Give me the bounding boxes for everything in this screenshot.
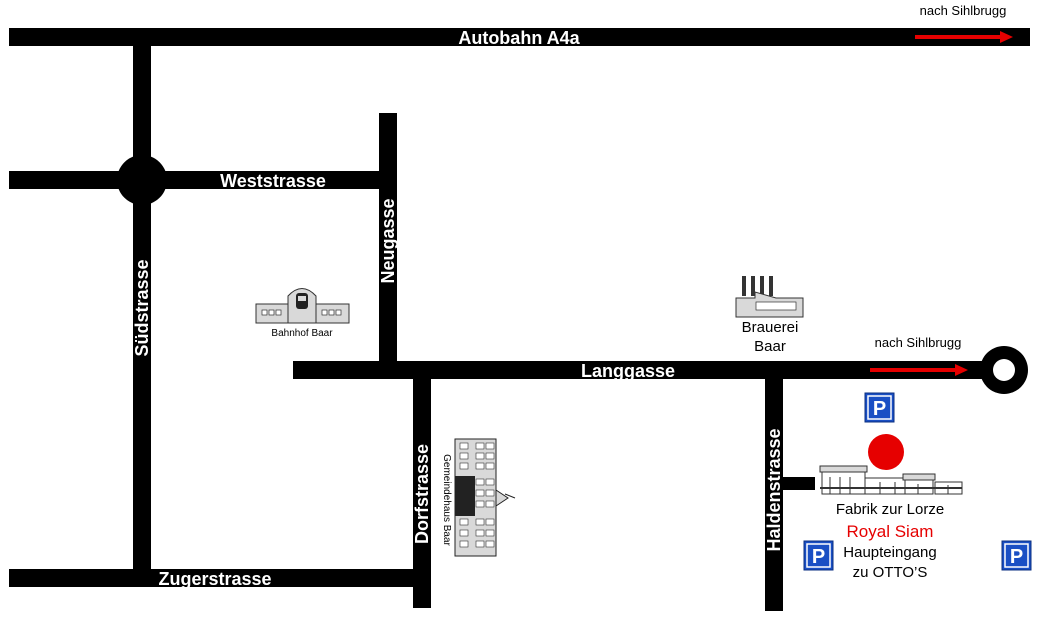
road-haldenstrasse <box>765 377 783 611</box>
parking-letter: P <box>873 398 886 420</box>
parking-letter: P <box>1010 546 1023 568</box>
arrow-right-icon <box>870 364 968 376</box>
dorfstrasse-label: Dorfstrasse <box>412 444 432 544</box>
road-zugerstrasse <box>9 569 429 587</box>
brauerei-label-line1: Brauerei <box>742 319 799 336</box>
neugasse-label: Neugasse <box>378 198 398 283</box>
ottos-label: zu OTTO’S <box>853 564 928 581</box>
langgasse-label: Langgasse <box>581 361 675 381</box>
direction-langgasse-label: nach Sihlbrugg <box>875 335 962 350</box>
train-station-icon <box>255 288 350 324</box>
parking-icon: P <box>864 392 895 423</box>
road-dorfstrasse <box>413 377 431 608</box>
autobahn-label: Autobahn A4a <box>458 28 580 48</box>
roads <box>9 28 1030 611</box>
road-autobahn <box>9 28 1030 46</box>
road-neugasse <box>379 113 397 363</box>
factory-icon <box>735 276 804 318</box>
zugerstrasse-label: Zugerstrasse <box>158 569 271 589</box>
royal-siam-label: Royal Siam <box>847 522 934 541</box>
road-fabrik-access <box>781 477 815 490</box>
suedstrasse-label: Südstrasse <box>132 259 152 356</box>
direction-top-right-label: nach Sihlbrugg <box>920 3 1007 18</box>
haldenstrasse-label: Haldenstrasse <box>764 428 784 551</box>
weststrasse-label: Weststrasse <box>220 171 326 191</box>
gemeindehaus-label: Gemeindehaus Baar <box>441 454 452 546</box>
roundabout-icon <box>980 346 1028 394</box>
red-dot-icon <box>868 434 904 470</box>
bahnhof-label: Bahnhof Baar <box>271 328 333 339</box>
roundabout-weststrasse <box>117 155 167 205</box>
town-hall-icon <box>454 438 516 557</box>
parking-icon: P <box>1001 540 1032 571</box>
brauerei-label-line2: Baar <box>754 338 786 355</box>
parking-icon: P <box>803 540 834 571</box>
haupteingang-label: Haupteingang <box>843 544 936 561</box>
road-langgasse <box>293 361 1005 379</box>
arrow-right-icon <box>915 31 1013 43</box>
parking-letter: P <box>812 546 825 568</box>
factory-building-icon <box>819 465 963 495</box>
road-weststrasse <box>9 171 396 189</box>
fabrik-label: Fabrik zur Lorze <box>836 501 944 518</box>
